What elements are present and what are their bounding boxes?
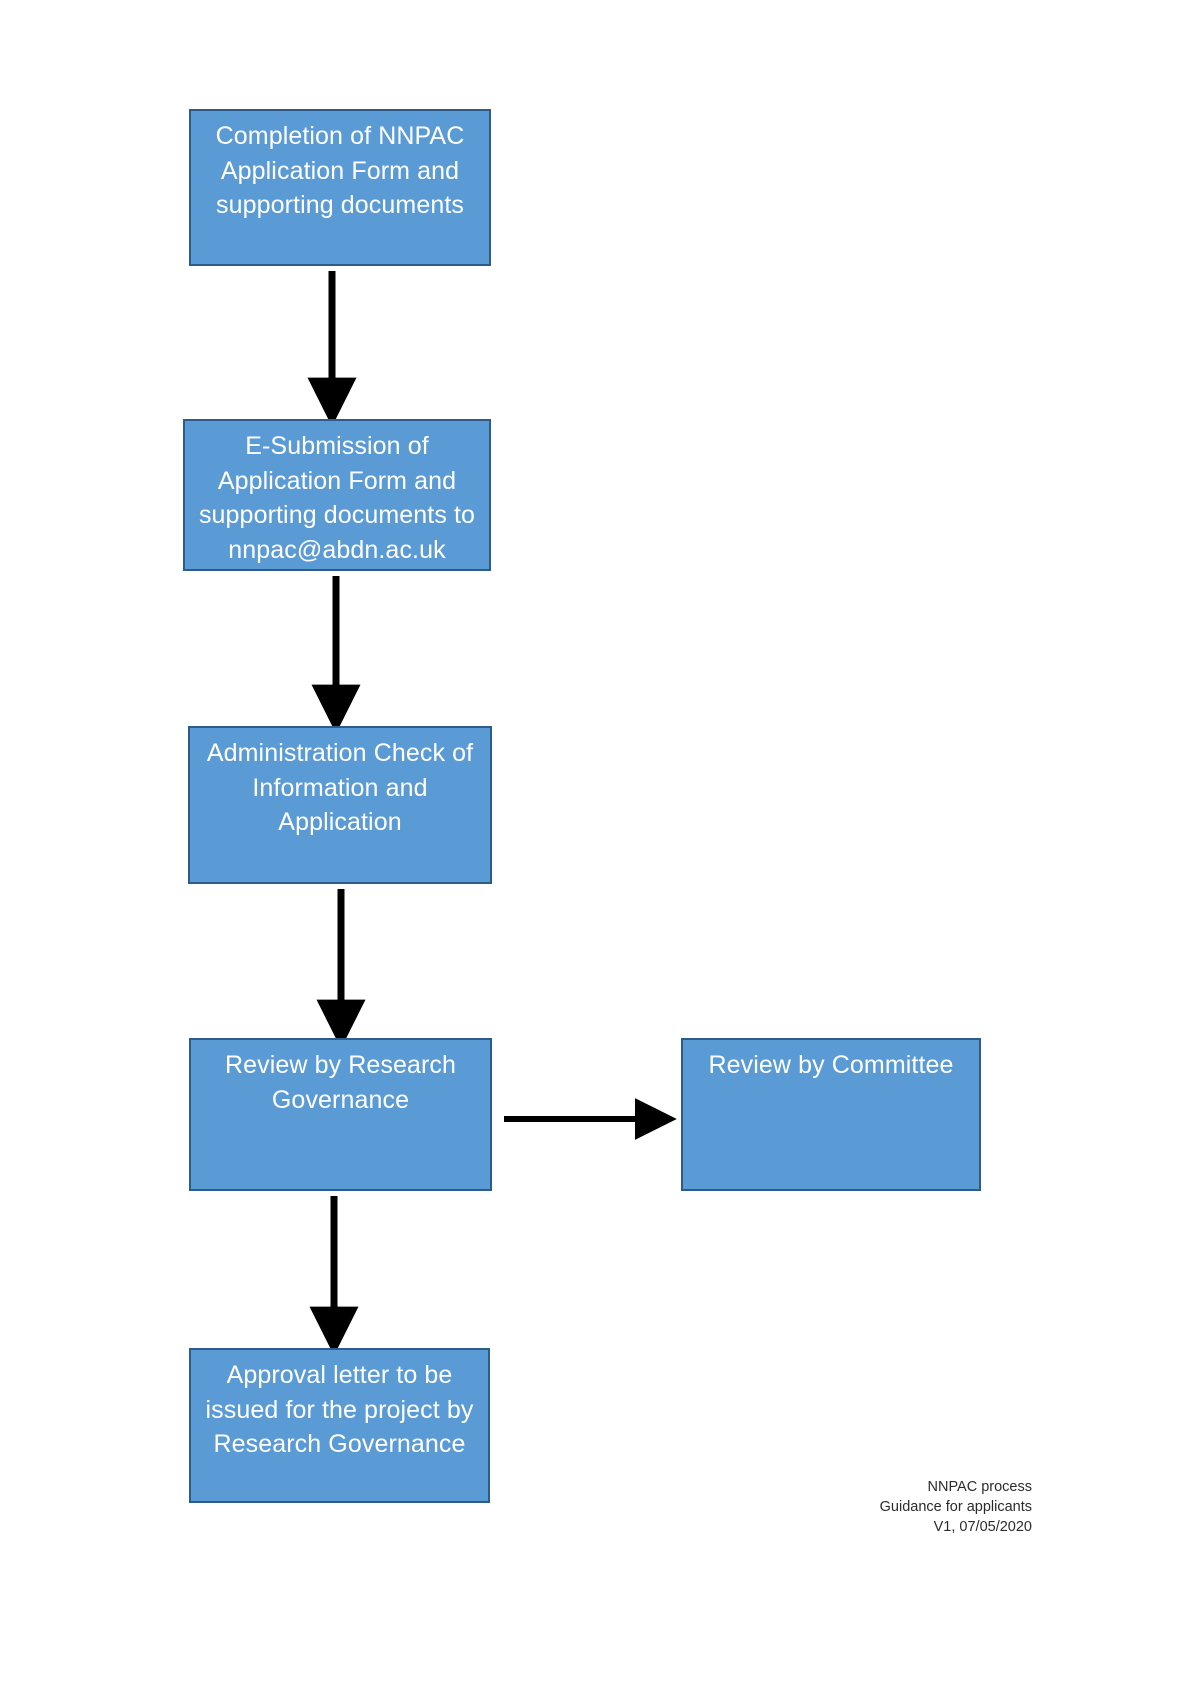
node-review-by-committee[interactable]: Review by Committee: [681, 1038, 981, 1191]
node-approval-letter[interactable]: Approval letter to be issued for the pro…: [189, 1348, 490, 1503]
node-e-submission[interactable]: E-Submission of Application Form and sup…: [183, 419, 491, 571]
footer-caption: NNPAC process Guidance for applicants V1…: [879, 1479, 1032, 1535]
node-completion-of-application[interactable]: Completion of NNPAC Application Form and…: [189, 109, 491, 266]
node-administration-check[interactable]: Administration Check of Information and …: [188, 726, 492, 884]
node-review-by-research-governance[interactable]: Review by Research Governance: [189, 1038, 492, 1191]
